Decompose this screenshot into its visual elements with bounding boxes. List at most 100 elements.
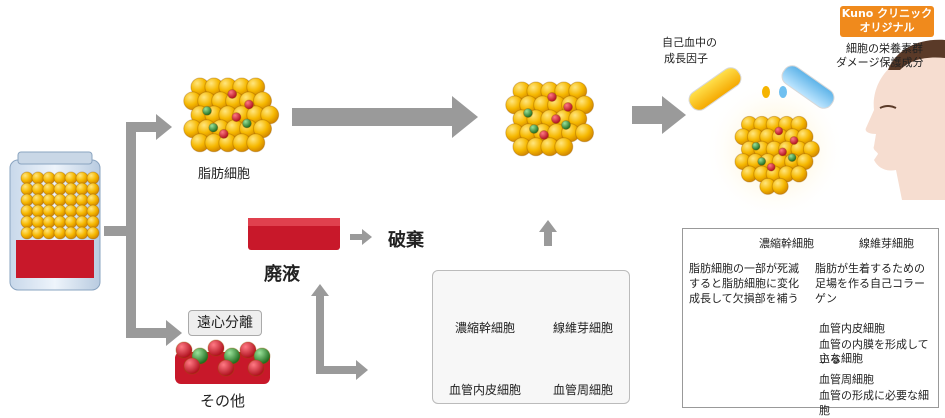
fat-cell <box>20 193 34 207</box>
other-label: その他 <box>200 392 246 410</box>
fat-cell <box>86 193 100 207</box>
green-cell <box>529 124 539 134</box>
fat-cell <box>31 171 45 185</box>
fat-cell <box>42 215 56 229</box>
centrifuge-label: 遠心分離 <box>188 310 262 336</box>
green-cell <box>202 105 212 116</box>
kuno-badge-line-2: オリジナル <box>859 21 915 34</box>
info-fibro-desc-1: 脂肪が生着するための <box>815 262 925 275</box>
fat-cell <box>86 226 100 240</box>
waste-liquid-label: 廃液 <box>264 264 300 285</box>
fat-cell <box>75 171 89 185</box>
info-peri-desc: 血管の形成に必要な細胞 <box>819 389 929 417</box>
fat-cell <box>20 204 34 218</box>
fat-cell <box>64 215 78 229</box>
fat-cell <box>53 193 67 207</box>
red-cell <box>563 102 573 112</box>
fat-cell <box>86 215 100 229</box>
legend-endothelial-label: 血管内皮細胞 <box>449 383 522 397</box>
green-cell <box>561 120 571 130</box>
fat-cell <box>75 204 89 218</box>
fat-cell <box>53 226 67 240</box>
info-endo-title: 血管内皮細胞 <box>819 322 885 335</box>
red-cell <box>183 357 201 375</box>
fat-cell-cluster-mid <box>505 81 594 157</box>
red-cell <box>244 99 254 110</box>
fat-cell <box>246 133 266 153</box>
fat-cell <box>20 182 34 196</box>
info-stem-desc-1: 脂肪細胞の一部が死滅 <box>689 262 799 275</box>
fat-cell <box>20 226 34 240</box>
fat-cell <box>86 204 100 218</box>
red-cell <box>175 341 193 359</box>
waste-liquid-bar <box>248 218 340 250</box>
blood-factor-label-1: 自己血中の <box>662 36 717 49</box>
info-endo-desc-2: 主な細胞 <box>819 352 863 365</box>
fat-cell <box>64 171 78 185</box>
fat-cell <box>554 137 574 157</box>
fat-cell <box>86 171 100 185</box>
green-cell <box>757 156 767 166</box>
green-cell <box>523 108 533 118</box>
other-layer <box>175 339 271 384</box>
fat-cell <box>31 193 45 207</box>
fat-cell <box>75 215 89 229</box>
green-cell <box>241 118 252 129</box>
nutrients-label-1: 細胞の栄養素群 <box>846 42 923 55</box>
sample-jar <box>9 151 101 291</box>
red-cell <box>218 128 229 139</box>
fat-cell <box>75 193 89 207</box>
red-cell <box>551 114 561 124</box>
info-stem-desc-3: 成長して欠損部を補う <box>689 292 799 305</box>
info-stem-desc-2: すると脂肪細胞に変化 <box>689 277 799 290</box>
fat-cell <box>20 171 34 185</box>
fat-cell <box>771 177 789 195</box>
red-cell <box>778 147 788 157</box>
fat-cell <box>31 204 45 218</box>
red-cell <box>227 89 238 99</box>
red-cell <box>766 162 776 172</box>
fat-cell <box>64 226 78 240</box>
fat-cell <box>42 226 56 240</box>
red-cell <box>539 130 549 140</box>
fat-cell <box>53 182 67 196</box>
fat-cell <box>75 182 89 196</box>
blood-factor-label-2: 成長因子 <box>664 52 708 65</box>
kuno-badge-line-1: Kuno クリニック <box>841 7 933 20</box>
info-peri-title: 血管周細胞 <box>819 373 874 386</box>
red-cell <box>239 341 257 359</box>
fat-cell <box>64 204 78 218</box>
fat-cell <box>575 123 594 143</box>
legend-pericyte-label: 血管周細胞 <box>553 383 614 397</box>
fat-cell-cluster <box>183 77 280 153</box>
cell-info-panel: 濃縮幹細胞 線維芽細胞 脂肪細胞の一部が死滅 すると脂肪細胞に変化 成長して欠損… <box>682 228 939 417</box>
fat-cell <box>64 182 78 196</box>
green-cell <box>787 153 797 163</box>
green-cell <box>751 141 761 151</box>
fat-cell <box>20 215 34 229</box>
fat-cell <box>53 215 67 229</box>
fat-cell <box>53 171 67 185</box>
kuno-original-badge: Kuno クリニック オリジナル <box>840 6 934 37</box>
red-cell <box>789 136 799 145</box>
fat-cell-label: 脂肪細胞 <box>198 167 251 182</box>
info-fibro-desc-3: ゲン <box>815 292 837 305</box>
red-cell <box>217 359 235 377</box>
fat-cell <box>53 204 67 218</box>
nutrient-tube <box>779 65 835 109</box>
face-profile <box>865 39 945 200</box>
info-fibro-desc-2: 足場を作る自己コラー <box>815 277 925 290</box>
legend-fibroblast-label: 線維芽細胞 <box>553 321 614 335</box>
red-cell <box>247 359 265 377</box>
fat-cell <box>31 182 45 196</box>
fat-cell <box>42 193 56 207</box>
info-stem-title: 濃縮幹細胞 <box>759 237 814 250</box>
fat-cell <box>64 193 78 207</box>
fat-cell <box>31 215 45 229</box>
fat-cell-cluster-final <box>734 115 820 195</box>
red-cell <box>547 92 557 102</box>
nutrients-label-2: ダメージ保護成分 <box>836 56 924 69</box>
green-cell <box>208 122 219 133</box>
flow-arrows <box>104 96 686 380</box>
